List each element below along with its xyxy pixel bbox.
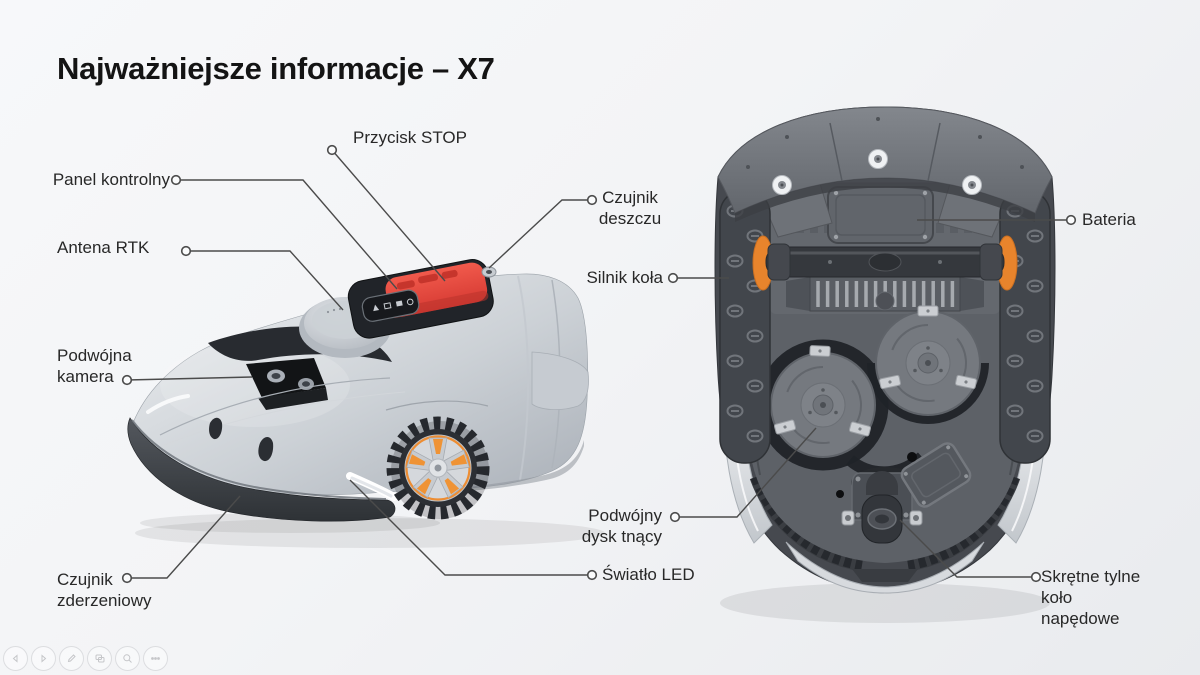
pen-button[interactable] [59, 646, 84, 671]
see-all-slides-button[interactable] [87, 646, 112, 671]
callout-skretne-tylne-kolo: Skrętne tylne koło napędowe [1041, 567, 1141, 628]
pen-icon [67, 654, 76, 663]
callout-swiatlo-led: Światło LED [602, 565, 695, 584]
next-slide-icon [41, 654, 47, 663]
see-all-slides-icon [95, 654, 105, 663]
callout-podwojny-dysk-tnacy: Podwójny dysk tnący [581, 506, 662, 546]
previous-slide-button[interactable] [3, 646, 28, 671]
next-slide-button[interactable] [31, 646, 56, 671]
previous-slide-icon [12, 654, 18, 663]
callout-antena-rtk: Antena RTK [57, 238, 150, 257]
presentation-toolbar [3, 646, 168, 671]
zoom-button[interactable] [115, 646, 140, 671]
more-options-button[interactable] [143, 646, 168, 671]
callout-czujnik-deszczu: Czujnik deszczu [598, 188, 662, 228]
callout-panel-kontrolny: Panel kontrolny [52, 170, 170, 189]
zoom-icon [123, 654, 132, 663]
callout-silnik-kola: Silnik koła [586, 268, 663, 287]
callout-bateria: Bateria [1082, 210, 1136, 229]
callout-czujnik-zderzeniowy: Czujnik zderzeniowy [57, 570, 152, 610]
page-title: Najważniejsze informacje – X7 [57, 51, 495, 86]
more-options-icon [151, 657, 160, 660]
bottom-view-illustration [714, 106, 1056, 623]
callout-podwojna-kamera: Podwójna kamera [57, 346, 132, 386]
callout-przycisk-stop: Przycisk STOP [353, 128, 467, 147]
